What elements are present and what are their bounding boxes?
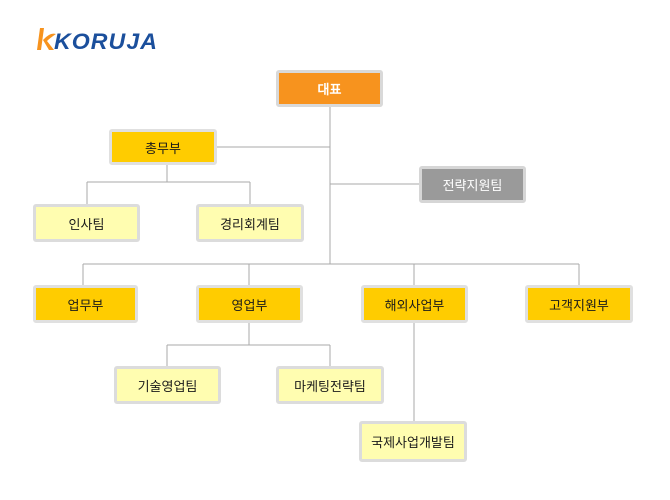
overseas-dept-box: 해외사업부	[361, 285, 468, 323]
koruja-logo: KORUJA	[37, 28, 158, 54]
tech-sales-team-box: 기술영업팀	[114, 366, 221, 404]
strategy-support-team-box: 전략지원팀	[419, 166, 526, 203]
logo-text: KORUJA	[54, 29, 158, 54]
business-dept-box: 업무부	[33, 285, 138, 323]
sales-dept-box: 영업부	[196, 285, 303, 323]
ceo-box: 대표	[276, 70, 383, 107]
intl-business-dev-team-box: 국제사업개발팀	[359, 421, 467, 462]
hr-team-box: 인사팀	[33, 204, 140, 242]
logo-k-mark	[37, 28, 56, 50]
marketing-strategy-team-box: 마케팅전략팀	[276, 366, 384, 404]
accounting-team-box: 경리회계팀	[196, 204, 304, 242]
customer-support-dept-box: 고객지원부	[525, 285, 633, 323]
general-affairs-box: 총무부	[109, 129, 217, 165]
